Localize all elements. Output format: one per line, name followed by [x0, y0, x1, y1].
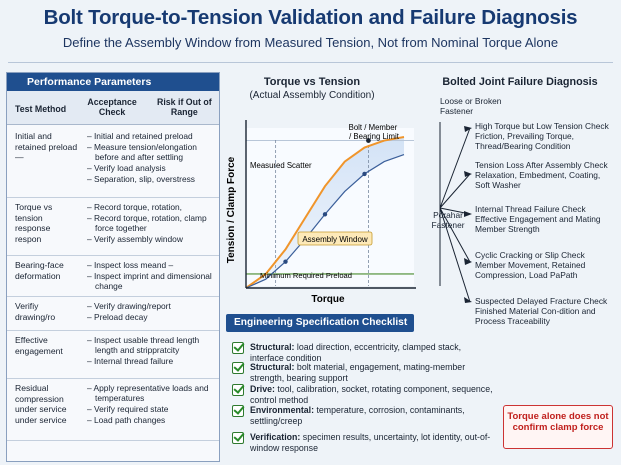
row-checks: – Verify drawing/report– Preload decay	[79, 297, 219, 330]
data-point	[322, 212, 328, 217]
checklist-item-text: Verification: specimen results, uncertai…	[250, 432, 496, 454]
check-line: – Verify required state	[87, 404, 169, 414]
check-line: – Internal thread failure	[87, 356, 174, 366]
tree-cause-5: Suspected Delayed Fracture Check Finishe…	[475, 296, 608, 326]
x-axis-label: Torque	[311, 294, 345, 305]
check-line: – Verify drawing/report	[87, 301, 171, 311]
table-row: Verifiy drawing/ro – Verify drawing/repor…	[7, 297, 219, 331]
checklist-item: Structural: bolt material, engagement, m…	[232, 362, 496, 384]
col-risk: Risk if Out of Range	[156, 97, 212, 117]
assembly-window-label-box	[297, 231, 373, 246]
page-title: Bolt Torque-to-Tension Validation and Fa…	[43, 6, 578, 29]
row-test-method: Initial and retained preload —	[15, 131, 78, 162]
checklist-header: Engineering Specification Checklist	[226, 314, 414, 332]
check-line: – Preload decay	[87, 312, 148, 322]
check-line: – Record torque, rotation, clamp force t…	[87, 213, 207, 233]
table-row: Residual compression under service under…	[7, 379, 219, 441]
data-point	[283, 259, 288, 264]
check-line: – Verify assembly window	[87, 234, 183, 244]
row-checks: – Initial and retained preload– Measure …	[79, 127, 219, 197]
checklist-item-detail: bolt material, engagement, mating-member…	[250, 362, 466, 383]
table-column-headers: Test Method Acceptance Check Risk if Out…	[7, 91, 219, 125]
tree-cause-4: Cyclic Cracking or Slip Check Member Mov…	[475, 250, 586, 280]
tree-root-top: Loose or Broken Fastener	[440, 96, 502, 116]
row-checks: – Inspect loss meand –– Inspect imprint …	[79, 256, 219, 296]
min-preload-label: Minimum Required Preload	[260, 271, 352, 280]
page-subtitle: Define the Assembly Window from Measured…	[62, 35, 559, 50]
checklist-item: Structural: load direction, eccentricity…	[232, 342, 496, 364]
checkbox-icon	[232, 405, 244, 417]
table-row: Torque vs tension response respon – Recor…	[7, 198, 219, 256]
performance-table: Performance Parameters Test Method Accep…	[6, 72, 220, 462]
row-test-method: Verifiy drawing/ro	[15, 301, 56, 322]
checklist-item-key: Structural:	[250, 362, 295, 372]
checklist-item-text: Structural: bolt material, engagement, m…	[250, 362, 496, 384]
limit-annot-line: / Bearing Limit	[349, 132, 400, 141]
check-line: – Separation, slip, overstress	[87, 174, 195, 184]
tree-root-bottom: Porahar Fastener	[431, 210, 465, 230]
tree-cause-2: Tension Loss After Assembly Check Relaxa…	[475, 160, 608, 190]
row-test-method: Bearing-face deformation	[15, 260, 64, 281]
checklist-item-key: Drive:	[250, 384, 275, 394]
checklist-item-detail: tool, calibration, socket, rotating comp…	[250, 384, 493, 405]
limit-annotation: Bolt / Member / Bearing Limit	[349, 123, 400, 141]
checklist-item: Drive: tool, calibration, socket, rotati…	[232, 384, 496, 406]
row-checks: – Record torque, rotation,– Record torqu…	[79, 198, 219, 255]
row-test-method: Torque vs tension response respon	[15, 202, 53, 244]
table-row: Effective engagement – Inspect usable thr…	[7, 331, 219, 379]
check-line: – Inspect imprint and dimensional change	[87, 271, 212, 291]
check-line: – Initial and retained preload	[87, 131, 193, 141]
checklist-item-detail: temperature, corrosion, contaminants, se…	[250, 405, 465, 426]
tree-connectors	[439, 122, 472, 303]
checklist-item: Verification: specimen results, uncertai…	[232, 432, 496, 454]
checklist-item-text: Structural: load direction, eccentricity…	[250, 342, 496, 364]
checklist-item-text: Drive: tool, calibration, socket, rotati…	[250, 384, 496, 406]
check-line: – Verify load analysis	[87, 163, 166, 173]
performance-header: Performance Parameters	[7, 73, 219, 91]
row-test-method: Effective engagement	[15, 335, 63, 356]
title-divider	[8, 62, 613, 63]
checkbox-icon	[232, 362, 244, 374]
limit-marker	[366, 138, 371, 143]
table-row: Bearing-face deformation – Inspect loss m…	[7, 256, 219, 297]
limit-annot-line: Bolt / Member	[349, 123, 398, 132]
row-checks: – Apply representative loads and tempera…	[79, 379, 219, 440]
table-row: Initial and retained preload —– Initial …	[7, 127, 219, 198]
tree-cause-3: Internal Thread Failure Check Effective …	[475, 204, 601, 234]
series-line-0	[245, 136, 405, 289]
torque-warning-box: Torque alone does not confirm clamp forc…	[503, 405, 613, 449]
row-checks: – Inspect usable thread length length an…	[79, 331, 219, 378]
checklist-item-key: Environmental:	[250, 405, 315, 415]
row-test-method: Residual compression under service under…	[15, 383, 67, 425]
tree-cause-1: High Torque but Low Tension Check Fricti…	[475, 121, 609, 151]
check-line: – Measure tension/elongation before and …	[87, 142, 197, 162]
col-test-method: Test Method	[15, 104, 67, 114]
check-line: – Inspect loss meand –	[87, 260, 174, 270]
tree-title: Bolted Joint Failure Diagnosis	[442, 76, 598, 88]
checklist-item-text: Environmental: temperature, corrosion, c…	[250, 405, 496, 427]
check-line: – Record torque, rotation,	[87, 202, 182, 212]
check-line: – Apply representative loads and tempera…	[87, 383, 209, 403]
checkbox-icon	[232, 432, 244, 444]
chart-subtitle: (Actual Assembly Condition)	[249, 90, 375, 101]
scatter-annotation: Measured Scatter	[250, 161, 312, 170]
data-point	[362, 171, 367, 177]
assembly-window-label: Assembly Window	[302, 235, 368, 244]
checklist-item-detail: load direction, eccentricity, clamped st…	[250, 342, 462, 363]
checklist-item-key: Verification:	[250, 432, 301, 442]
checklist-item-detail: specimen results, uncertainty, lot ident…	[250, 432, 491, 453]
check-line: – Inspect usable thread length length an…	[87, 335, 200, 355]
checkbox-icon	[232, 342, 244, 354]
checkbox-icon	[232, 384, 244, 396]
y-axis-label: Tension / Clamp Force	[226, 156, 237, 263]
chart-title: Torque vs Tension	[263, 76, 361, 88]
torque-tension-chart: Tension / Clamp Force Torque Bolt / Memb…	[226, 120, 416, 305]
checklist-item-key: Structural:	[250, 342, 295, 352]
check-line: – Load path changes	[87, 415, 166, 425]
checklist-item: Environmental: temperature, corrosion, c…	[232, 405, 496, 427]
col-acceptance: Acceptance Check	[87, 97, 137, 117]
